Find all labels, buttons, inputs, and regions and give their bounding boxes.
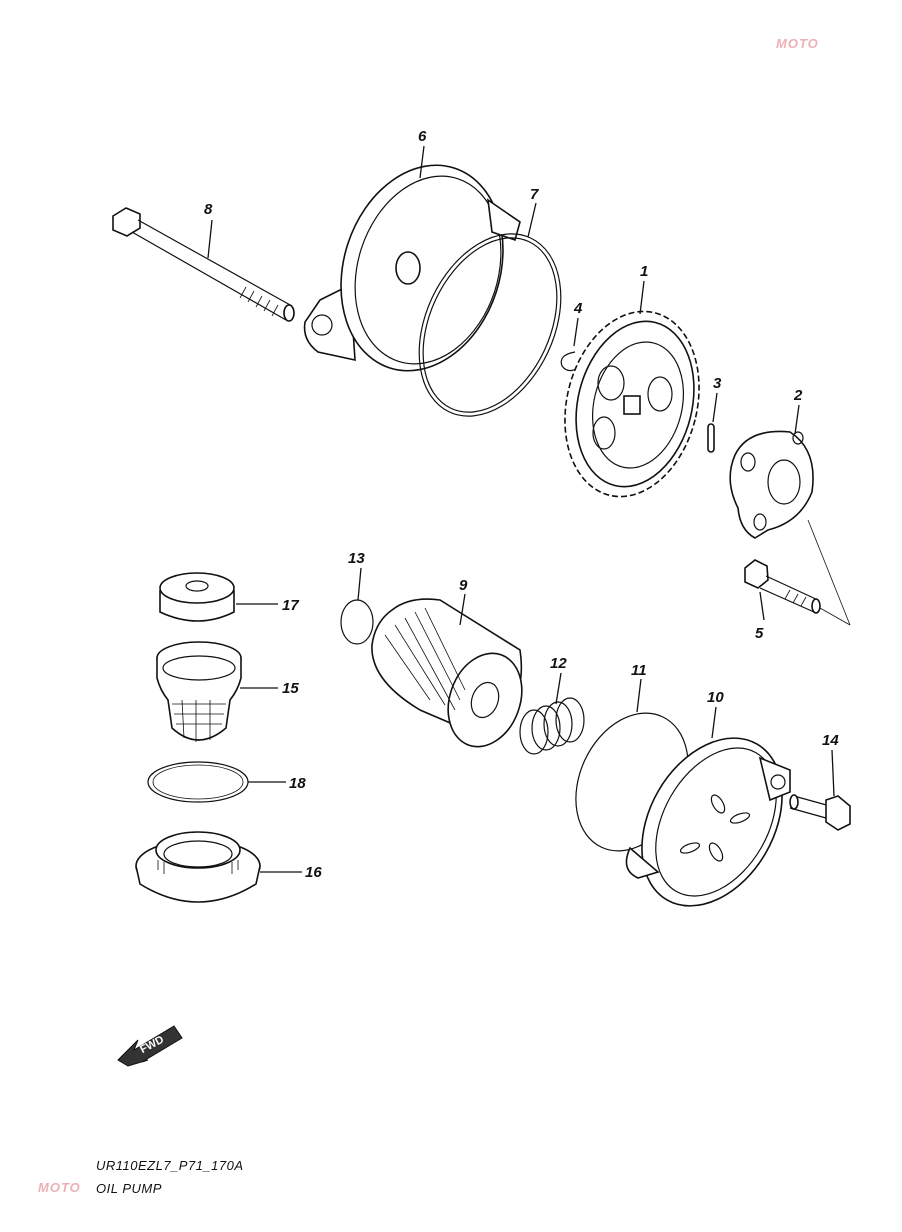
- callout-label-5: 5: [755, 625, 764, 642]
- part-12-spring: [519, 697, 585, 755]
- callout-label-11: 11: [631, 662, 647, 679]
- part-14-bolt: [789, 794, 851, 831]
- callout-label-6: 6: [418, 128, 427, 145]
- callout-8: 8: [204, 201, 213, 259]
- assembly-line-part-5: [819, 607, 851, 626]
- diagram-code: UR110EZL7_P71_170A: [96, 1158, 244, 1173]
- part-9-oil-filter: [371, 598, 523, 748]
- callout-7: 7: [527, 186, 539, 238]
- part-6-pump-housing: [303, 164, 521, 372]
- part-1-driven-gear: [564, 310, 700, 498]
- part-3-pin: [707, 423, 715, 453]
- callout-3: 3: [712, 375, 722, 423]
- part-15-strainer: [156, 641, 242, 742]
- callout-label-2: 2: [793, 387, 803, 404]
- callout-18: 18: [248, 775, 306, 792]
- callout-label-8: 8: [204, 201, 213, 218]
- callout-label-18: 18: [289, 775, 306, 792]
- callout-label-10: 10: [707, 689, 724, 706]
- callout-label-16: 16: [305, 864, 322, 881]
- callout-label-15: 15: [282, 680, 299, 697]
- callout-17: 17: [236, 597, 299, 614]
- callout-label-3: 3: [713, 375, 722, 392]
- callout-label-4: 4: [573, 300, 583, 317]
- callout-label-9: 9: [459, 577, 468, 594]
- callout-15: 15: [240, 680, 299, 697]
- part-18-o-ring-inner: [152, 764, 244, 800]
- callout-label-7: 7: [530, 186, 539, 203]
- watermark-logo-top: MOTO: [776, 36, 819, 51]
- callout-5: 5: [755, 591, 765, 642]
- callout-label-1: 1: [640, 263, 648, 280]
- callout-11: 11: [631, 662, 647, 713]
- fwd-arrow-icon: FWD: [117, 1025, 183, 1067]
- callout-label-14: 14: [822, 732, 839, 749]
- callout-label-17: 17: [282, 597, 299, 614]
- callout-1: 1: [639, 263, 648, 315]
- part-2-oil-pump: [729, 430, 814, 539]
- callout-label-12: 12: [550, 655, 567, 672]
- part-13-o-ring: [340, 599, 374, 645]
- part-18-o-ring: [147, 761, 249, 803]
- part-10-filter-cover: [625, 737, 791, 907]
- callout-16: 16: [260, 864, 322, 881]
- diagram-title: OIL PUMP: [96, 1181, 162, 1196]
- part-5-bolt: [744, 559, 821, 614]
- part-17-cap: [159, 572, 235, 622]
- callout-2: 2: [793, 387, 803, 435]
- callout-9: 9: [459, 577, 468, 626]
- callout-4: 4: [573, 300, 583, 347]
- callout-13: 13: [348, 550, 365, 601]
- callout-14: 14: [822, 732, 839, 797]
- callout-6: 6: [418, 128, 427, 179]
- callout-10: 10: [707, 689, 724, 739]
- callout-12: 12: [550, 655, 567, 705]
- part-4-clip: [560, 351, 579, 372]
- assembly-line-part-2-a: [807, 519, 851, 626]
- part-8-bolt: [112, 207, 295, 322]
- part-16-plug: [135, 831, 261, 903]
- callout-label-13: 13: [348, 550, 365, 567]
- watermark-logo-bottom: MOTO: [38, 1180, 81, 1195]
- part-7-o-ring: [418, 233, 562, 417]
